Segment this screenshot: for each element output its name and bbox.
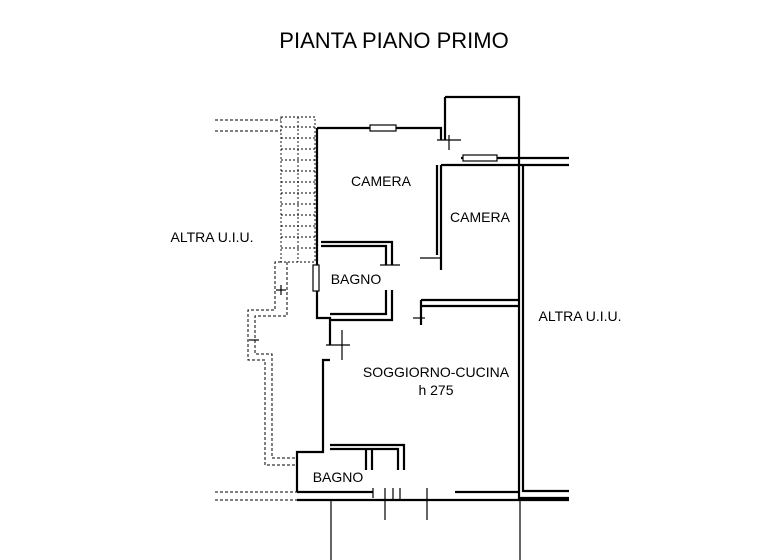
window-camera-1 — [369, 124, 397, 132]
room-label-camera-1: CAMERA — [351, 173, 412, 189]
room-label-camera-2: CAMERA — [450, 209, 511, 225]
plan-title: PIANTA PIANO PRIMO — [279, 28, 508, 53]
room-height-label: h 275 — [418, 382, 453, 398]
adjacent-outline-dashed — [215, 119, 297, 501]
room-label-bagno-1: BAGNO — [331, 271, 382, 287]
top-right-box — [437, 95, 521, 160]
window-bagno-1 — [312, 264, 320, 292]
neighbor-label-right: ALTRA U.I.U. — [539, 308, 622, 324]
window-camera-2 — [462, 154, 498, 162]
room-label-bagno-2: BAGNO — [313, 469, 364, 485]
interior-walls — [321, 163, 519, 520]
neighbor-label-left: ALTRA U.I.U. — [171, 229, 254, 245]
room-label-soggiorno-cucina: SOGGIORNO-CUCINA — [363, 364, 510, 380]
exterior-walls — [295, 126, 569, 560]
windows — [312, 124, 498, 292]
staircase — [280, 116, 316, 263]
